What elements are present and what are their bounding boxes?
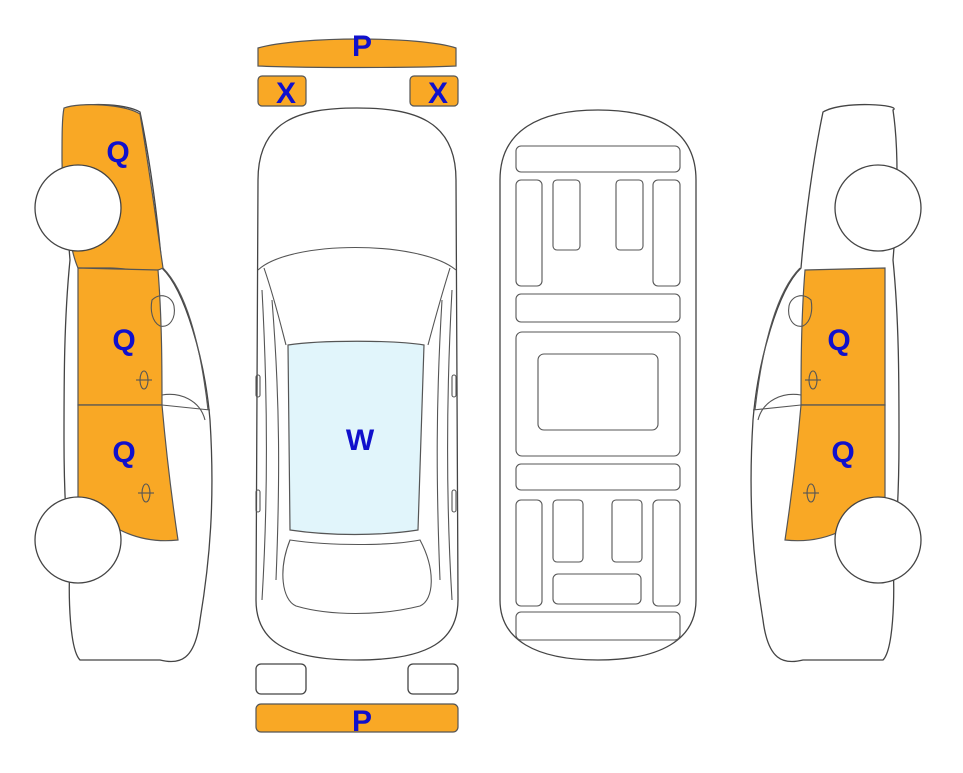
mirror-marks-left [255,374,261,398]
rear-window [282,539,432,615]
left-window-line [161,267,211,421]
label-right-rear-door: Q [831,436,854,469]
underside-panel-front [515,145,681,173]
underside-panel [515,331,681,457]
underside-panel [515,179,543,287]
right-side-view: Q Q [750,103,922,663]
label-rear-bumper: P [352,705,372,738]
underside-panel-rear [515,611,681,641]
taillight-left [255,663,307,695]
right-door-handles [803,370,821,503]
underside-body [499,109,697,661]
underside-panel [515,463,681,491]
roof-lines [261,289,453,601]
mirror-marks-right-rear [451,489,457,513]
headlight-left-panel [257,75,307,107]
windshield-panel [287,340,425,536]
underside-panel [615,179,644,251]
left-side-view: Q Q Q [34,103,213,663]
underside-panel [552,573,642,605]
right-window-line [752,267,802,421]
label-headlight-left: X [276,77,296,110]
right-rear-wheel [834,496,922,584]
left-mirror [150,295,175,327]
underside-panel [515,293,681,323]
underside-panel [552,179,581,251]
left-door-handles [136,370,154,503]
label-right-front-door: Q [827,324,850,357]
headlight-right-panel [409,75,459,107]
left-rear-wheel [34,496,122,584]
underside-panel [652,179,681,287]
mirror-marks-left-rear [255,489,261,513]
underside-panel [552,499,584,563]
underside-panel [611,499,643,563]
hood-line [257,247,457,271]
label-left-front-door: Q [112,324,135,357]
left-front-wheel [34,164,122,252]
label-front-bumper: P [352,30,372,63]
taillight-right [407,663,459,695]
label-headlight-right: X [428,77,448,110]
underside-panel [652,499,681,607]
right-front-wheel [834,164,922,252]
underside-panel [515,499,543,607]
label-left-rear-door: Q [112,436,135,469]
underside-view [499,109,697,661]
label-windshield: W [346,424,375,457]
rear-bumper-panel [255,703,459,733]
front-bumper-panel [257,38,457,69]
a-pillar-lines [263,267,451,346]
underside-center-panel [537,353,659,431]
right-mirror [788,295,813,327]
top-view: P X X W P [255,30,459,738]
mirror-marks-right [451,374,457,398]
label-left-front-fender: Q [106,136,129,169]
